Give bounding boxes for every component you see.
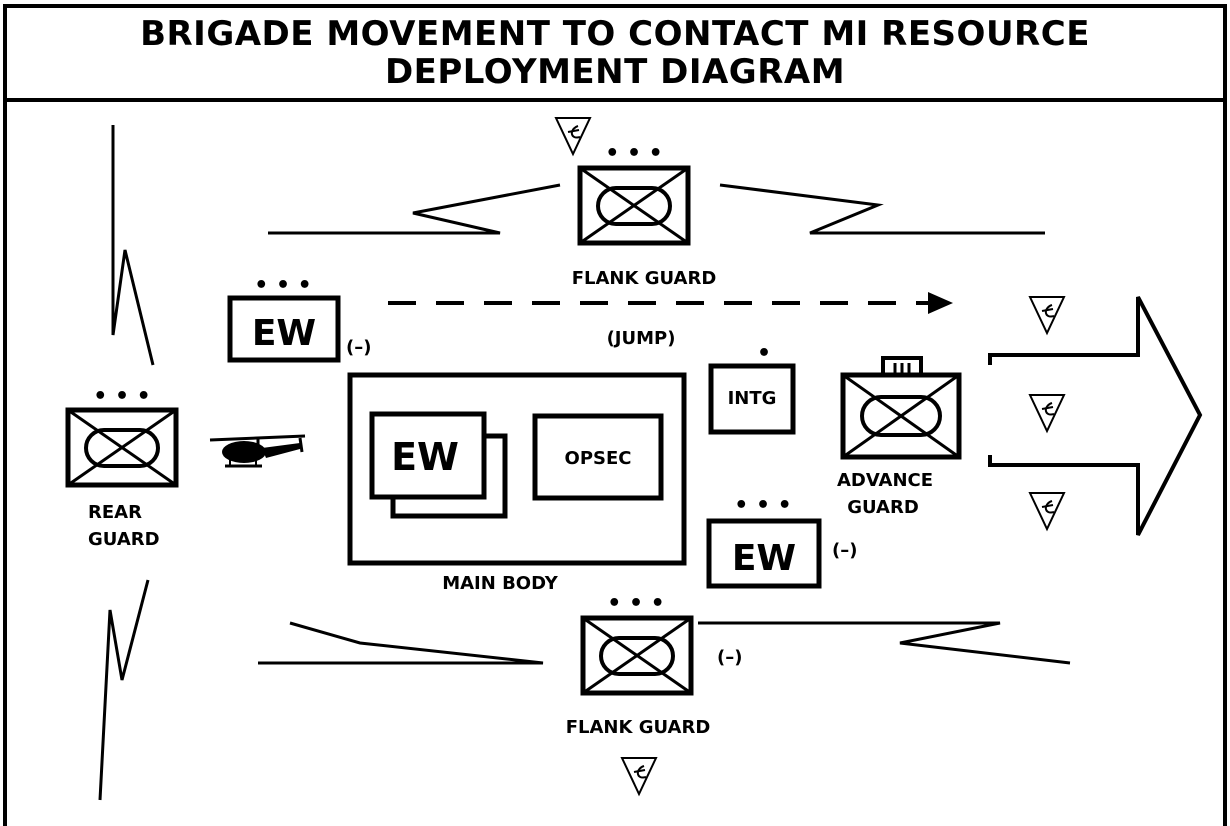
outer-border [3, 4, 1227, 826]
ew-top-unit [227, 295, 341, 363]
jump-arrowhead [928, 292, 953, 314]
intg-echelon: • [757, 341, 771, 366]
flank-line-bottom-right [698, 621, 1071, 665]
jump-label: (JUMP) [607, 328, 676, 349]
flank-guard-bottom-label: FLANK GUARD [566, 717, 711, 738]
ew-signal-triangle-icon [554, 117, 592, 157]
ew-signal-triangle-icon [1028, 394, 1066, 434]
rear-guard-label-line1: REAR [88, 502, 142, 523]
flank-guard-bottom-unit [580, 615, 694, 696]
flank-guard-top-unit [577, 165, 691, 246]
ew-signal-triangle-icon [1028, 296, 1066, 336]
ew-top-label: EW [252, 313, 316, 354]
ew-signal-triangle-icon [1028, 492, 1066, 532]
ew-main-unit [369, 411, 487, 500]
advance-arrow [988, 296, 1203, 536]
flank-line-top-left [268, 183, 561, 235]
main-body-label: MAIN BODY [442, 573, 559, 594]
ew-top-echelon: • • • [254, 273, 312, 298]
flank-guard-bottom-echelon: • • • [607, 591, 665, 616]
ew-top-modifier: (–) [346, 337, 371, 358]
ew-right-label: EW [732, 538, 796, 579]
flank-guard-top-label: FLANK GUARD [572, 268, 717, 289]
advance-guard-unit [840, 356, 962, 460]
flank-guard-top-echelon: • • • [605, 141, 663, 166]
helicopter-icon [209, 434, 306, 468]
rear-guard-echelon: • • • [93, 384, 151, 409]
intg-unit [708, 363, 796, 435]
advance-guard-label-line1: ADVANCE [837, 470, 933, 491]
title-banner: BRIGADE MOVEMENT TO CONTACT MI RESOURCE … [7, 8, 1223, 98]
ew-right-modifier: (–) [832, 540, 857, 561]
ew-right-unit [706, 518, 822, 589]
flank-line-bottom-left [258, 621, 544, 665]
main-body-box [347, 372, 687, 566]
page-title: BRIGADE MOVEMENT TO CONTACT MI RESOURCE … [140, 14, 1090, 92]
opsec-unit [532, 413, 664, 501]
flank-line-top-right [719, 183, 1045, 235]
rear-guard-label-line2: GUARD [88, 529, 160, 550]
rear-boundary-upper [111, 125, 155, 366]
intg-label: INTG [728, 388, 777, 409]
rear-guard-unit [65, 407, 179, 488]
advance-guard-label-line2: GUARD [847, 497, 919, 518]
ew-main-label: EW [391, 435, 459, 479]
rear-boundary-lower [98, 579, 150, 801]
flank-guard-bottom-modifier: (–) [717, 647, 742, 668]
opsec-label: OPSEC [565, 448, 632, 469]
ew-signal-triangle-icon [620, 757, 658, 797]
ew-right-echelon: • • • [734, 493, 792, 518]
